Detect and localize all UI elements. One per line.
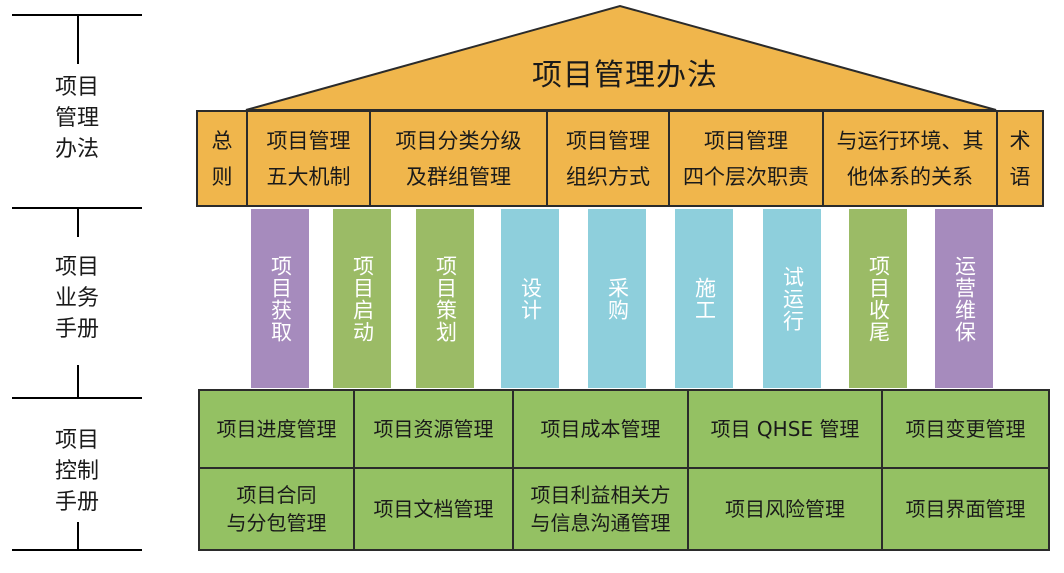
pillar-commissioning: 试运行 (763, 209, 821, 388)
base-document-management: 项目文档管理 (353, 467, 514, 551)
band-five-mechanisms: 项目管理 五大机制 (246, 110, 371, 207)
scale-tick-1 (77, 14, 79, 64)
base-qhse-management: 项目 QHSE 管理 (687, 389, 883, 469)
base-interface-management: 项目界面管理 (881, 467, 1050, 551)
band-general-principles: 总 则 (196, 110, 248, 207)
pillar-procurement: 采购 (588, 209, 646, 388)
base-risk-management: 项目风险管理 (687, 467, 883, 551)
left-label-business-manual: 项目 业务 手册 (54, 255, 99, 342)
base-contract-subcontract: 项目合同 与分包管理 (198, 467, 355, 551)
scale-line-bottom (12, 549, 142, 551)
band-terminology: 术 语 (996, 110, 1044, 207)
pillar-label: 项目收尾 (866, 254, 891, 343)
base-schedule-management: 项目进度管理 (198, 389, 355, 469)
band-environment-relations: 与运行环境、其 他体系的关系 (822, 110, 998, 207)
pillar-label: 施工 (692, 276, 717, 321)
pillar-label: 运营维保 (952, 254, 977, 343)
base-change-management: 项目变更管理 (881, 389, 1050, 469)
pillar-project-closeout: 项目收尾 (849, 209, 907, 388)
band-classification-grouping: 项目分类分级 及群组管理 (369, 110, 548, 207)
pillar-label: 项目启动 (350, 254, 375, 343)
pillar-project-acquisition: 项目获取 (251, 209, 309, 388)
base-cost-management: 项目成本管理 (512, 389, 689, 469)
scale-tick-2 (77, 207, 79, 237)
left-label-management-method: 项目 管理 办法 (54, 75, 99, 162)
roof-title: 项目管理办法 (532, 58, 718, 93)
pillar-design: 设计 (501, 209, 559, 388)
pillar-label: 项目获取 (268, 254, 293, 343)
pillar-project-planning: 项目策划 (416, 209, 474, 388)
pillar-label: 采购 (605, 276, 630, 321)
left-label-control-manual: 项目 控制 手册 (54, 428, 99, 515)
pillar-operation-maintenance: 运营维保 (935, 209, 993, 388)
pillar-label: 项目策划 (433, 254, 458, 343)
band-four-level-duties: 项目管理 四个层次职责 (668, 110, 824, 207)
pillar-label: 试运行 (780, 265, 805, 332)
pillar-construction: 施工 (675, 209, 733, 388)
pillar-project-initiation: 项目启动 (333, 209, 391, 388)
pillar-label: 设计 (518, 276, 543, 321)
scale-tick-4 (77, 522, 79, 550)
scale-line-2 (12, 397, 142, 399)
band-organization-mode: 项目管理 组织方式 (546, 110, 670, 207)
base-resource-management: 项目资源管理 (353, 389, 514, 469)
base-stakeholder-communication: 项目利益相关方 与信息沟通管理 (512, 467, 689, 551)
scale-tick-3 (77, 365, 79, 397)
